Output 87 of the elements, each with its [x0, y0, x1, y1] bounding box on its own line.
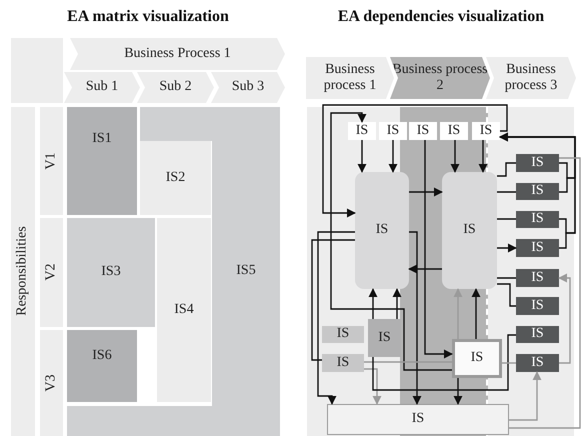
block-label: Sub 1: [86, 79, 118, 96]
block-label: IS3: [101, 264, 121, 281]
block-label: Business process 1: [322, 62, 378, 94]
connector-arrow: [330, 112, 452, 371]
block-label: V2: [43, 264, 60, 282]
system-block: [516, 297, 559, 315]
system-block: [516, 211, 559, 228]
block-label: IS: [412, 411, 424, 428]
connector-arrow: [472, 288, 480, 339]
block-label: IS6: [92, 348, 112, 364]
connector-arrow: [368, 288, 378, 319]
system-block: [516, 354, 559, 372]
block-label: IS4: [174, 302, 194, 318]
block-label: IS2: [166, 170, 186, 186]
connector-arrow: [364, 368, 382, 405]
connector-arrow: [358, 140, 366, 173]
block-label: Sub 3: [232, 79, 264, 96]
block-label: V1: [43, 152, 60, 170]
system-block: [516, 183, 559, 200]
block-label: IS: [531, 354, 544, 372]
connector-arrow: [322, 104, 508, 218]
panel-title: EA dependencies visualization: [336, 8, 546, 26]
block-label: IS: [531, 154, 544, 172]
system-block: [67, 107, 137, 215]
block-label: Business process 3: [504, 62, 558, 94]
connector-arrow: [388, 140, 398, 173]
system-block: [442, 172, 497, 289]
connector-arrow: [409, 231, 422, 405]
system-block: [157, 218, 211, 402]
system-block: [516, 326, 559, 343]
connector-arrow: [454, 378, 462, 405]
connector-arrow: [317, 231, 355, 405]
process-header: [486, 57, 576, 99]
block-label: Sub 2: [159, 79, 192, 96]
block-label: IS: [470, 350, 484, 367]
connector-arrow: [509, 371, 542, 421]
block-label: Business Process 1: [124, 46, 231, 62]
system-block: [440, 122, 468, 140]
system-block: [516, 154, 559, 172]
system-block: [368, 319, 401, 357]
block-label: IS: [531, 298, 544, 314]
block-label: IS: [480, 122, 492, 140]
block-label: IS1: [92, 130, 112, 148]
block-label: Business process 2: [391, 62, 489, 94]
block-label: IS: [531, 183, 544, 200]
block-label: IS: [448, 122, 460, 140]
system-block: [516, 269, 559, 287]
connector-arrow: [392, 288, 402, 319]
block-label: IS: [531, 240, 544, 256]
block-label: Responsibilities: [14, 226, 31, 316]
connector-arrow: [409, 188, 443, 196]
system-block: [322, 326, 364, 343]
system-block: [67, 107, 280, 436]
system-block: [67, 330, 137, 402]
connector-arrow: [424, 140, 453, 358]
system-block: [348, 122, 376, 140]
block-label: IS: [376, 222, 388, 239]
block-label: IS5: [236, 262, 256, 280]
block-label: IS: [336, 354, 350, 372]
system-block: [472, 122, 500, 140]
block-label: IS: [356, 122, 368, 140]
block-label: IS: [463, 222, 476, 239]
connector-arrow: [454, 288, 462, 339]
process-header: [306, 57, 394, 99]
system-block: [379, 122, 407, 140]
connector-arrow: [450, 140, 460, 173]
system-block: [140, 141, 211, 215]
block-label: IS: [531, 326, 544, 343]
block-label: IS: [531, 270, 544, 286]
block-label: IS: [416, 122, 430, 140]
connector-arrow: [478, 140, 488, 173]
block-label: IS: [531, 211, 544, 228]
connector-arrow: [558, 274, 571, 364]
system-block: [327, 404, 509, 435]
system-block: [322, 354, 364, 372]
connector-arrow: [497, 244, 517, 252]
system-block: [452, 339, 502, 378]
panel-title: EA matrix visualization: [66, 8, 230, 26]
system-block: [516, 239, 559, 257]
block-label: IS: [378, 330, 391, 346]
connector-arrow: [408, 264, 442, 274]
block-label: V3: [43, 374, 60, 392]
system-block: [67, 218, 155, 327]
block-label: IS: [386, 122, 400, 140]
system-block: [409, 122, 437, 140]
block-label: IS: [336, 326, 350, 343]
system-block: [355, 172, 409, 289]
